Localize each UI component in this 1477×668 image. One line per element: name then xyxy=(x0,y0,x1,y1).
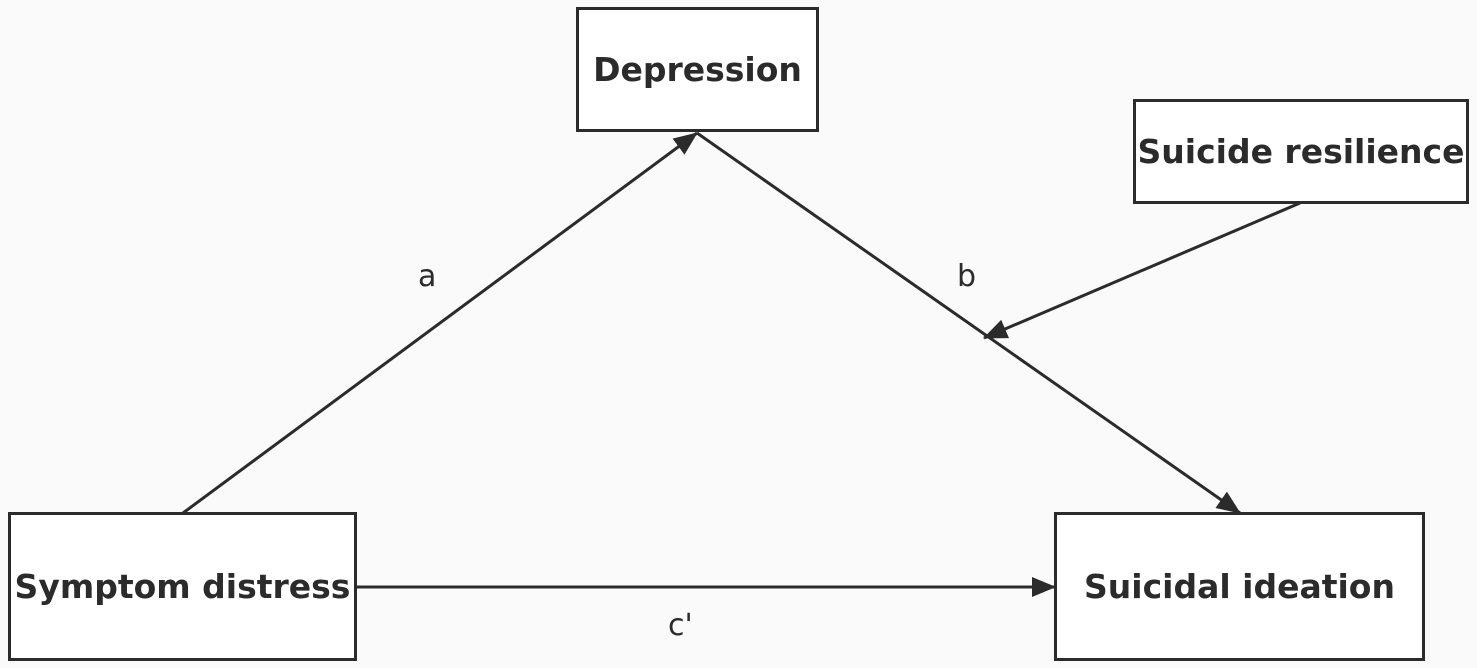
depression-box: Depression xyxy=(576,7,819,132)
symptom-distress-label: Symptom distress xyxy=(14,567,351,606)
depression-label: Depression xyxy=(593,50,802,89)
path-a-arrow xyxy=(182,131,698,515)
suicidal-ideation-label: Suicidal ideation xyxy=(1084,567,1395,606)
suicide-resilience-label: Suicide resilience xyxy=(1137,132,1465,171)
suicidal-ideation-box: Suicidal ideation xyxy=(1054,512,1425,661)
path-c-prime-label: c' xyxy=(668,608,693,643)
path-b-arrow xyxy=(696,131,1241,515)
path-b-label: b xyxy=(957,259,977,294)
symptom-distress-box: Symptom distress xyxy=(8,512,357,661)
path-a-label: a xyxy=(418,259,437,294)
moderation-arrow xyxy=(983,201,1301,340)
suicide-resilience-box: Suicide resilience xyxy=(1133,99,1469,204)
